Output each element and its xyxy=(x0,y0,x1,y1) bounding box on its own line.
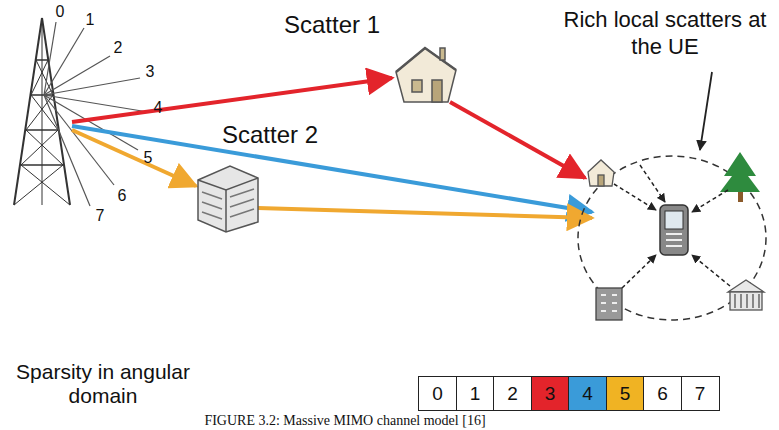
bin-number: 3 xyxy=(545,383,556,405)
beam-number: 4 xyxy=(148,98,168,117)
scatter-label: Scatter 1 xyxy=(262,10,402,39)
path-orange xyxy=(72,130,196,186)
local-hall xyxy=(728,280,764,310)
building-icon xyxy=(198,166,258,232)
angular-bin: 3 xyxy=(531,376,570,411)
path-blue xyxy=(72,126,592,212)
angular-bin: 0 xyxy=(418,376,457,411)
beam-number: 3 xyxy=(140,62,160,81)
angular-bin: 1 xyxy=(456,376,495,411)
axis-label: Sparsity in angular domain xyxy=(12,360,194,408)
angular-bin: 6 xyxy=(643,376,682,411)
beam-number: 5 xyxy=(138,148,158,167)
house-icon xyxy=(396,48,456,102)
local-building xyxy=(596,288,622,320)
bin-number: 0 xyxy=(432,383,443,405)
scatter-label: Scatter 2 xyxy=(200,120,340,149)
angular-bin: 4 xyxy=(568,376,607,411)
beam-number: 7 xyxy=(90,206,110,225)
local-house xyxy=(588,160,614,186)
beam-number: 2 xyxy=(108,38,128,57)
path-red xyxy=(72,78,392,122)
ue-phone xyxy=(660,205,688,255)
angular-bin: 7 xyxy=(681,376,720,411)
angular-bin: 5 xyxy=(606,376,645,411)
figure-caption: FIGURE 3.2: Massive MIMO channel model [… xyxy=(130,413,560,429)
local-scatter-arrows xyxy=(614,165,730,288)
local-tree xyxy=(720,152,760,202)
pointer-arrow xyxy=(700,72,712,150)
base-station-tower xyxy=(14,18,70,205)
region-label: Rich local scatters at the UE xyxy=(556,6,774,60)
path-red xyxy=(450,102,585,178)
bin-number: 5 xyxy=(620,383,631,405)
bin-number: 1 xyxy=(470,383,481,405)
bin-number: 7 xyxy=(695,383,706,405)
beam-number: 1 xyxy=(80,10,100,29)
beam-number: 6 xyxy=(112,186,132,205)
angular-bin: 2 xyxy=(493,376,532,411)
bin-number: 6 xyxy=(657,383,668,405)
beam-number: 0 xyxy=(50,2,70,21)
path-orange xyxy=(258,208,592,218)
bin-number: 2 xyxy=(507,383,518,405)
bin-number: 4 xyxy=(582,383,593,405)
